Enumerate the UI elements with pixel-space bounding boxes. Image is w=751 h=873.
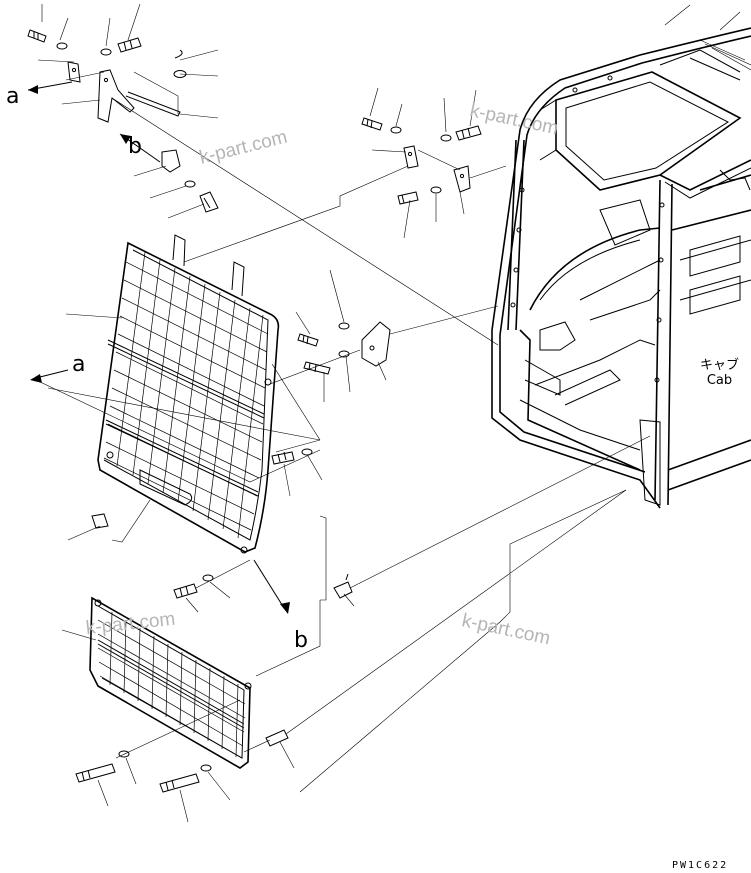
cab-label: キャブ Cab xyxy=(700,358,739,388)
view-label-a-lower: a xyxy=(72,352,86,377)
view-label-b-upper: b xyxy=(128,134,142,159)
view-label-b-lower: b xyxy=(294,628,308,653)
drawing-code: PW1C622 xyxy=(672,860,729,871)
view-label-a-upper: a xyxy=(6,84,20,109)
upper-right-bracket-hardware xyxy=(183,87,507,263)
upper-front-guard xyxy=(97,234,280,554)
hinge-bracket-hardware xyxy=(269,269,499,497)
cab-label-japanese: キャブ xyxy=(700,358,740,373)
lower-hardware xyxy=(30,313,651,823)
cab-frame xyxy=(491,4,751,509)
cab-label-english: Cab xyxy=(706,373,733,388)
lower-front-guard xyxy=(89,596,252,769)
upper-left-bracket-hardware xyxy=(27,3,499,346)
